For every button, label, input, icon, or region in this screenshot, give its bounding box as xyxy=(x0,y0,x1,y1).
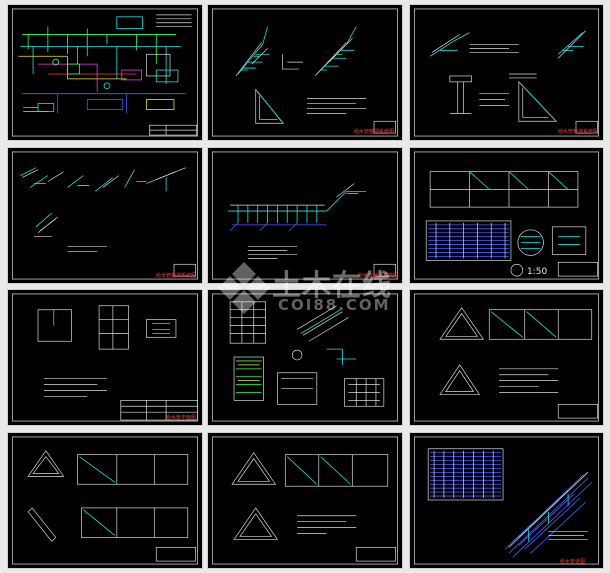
drawing-sheet-tank-triangle-1[interactable] xyxy=(409,289,604,426)
sheet-title: 给水管道图 xyxy=(560,559,586,565)
axonometric-drawing-4 xyxy=(211,151,399,280)
drawing-sheet-process-flow[interactable] xyxy=(7,4,203,141)
sheet-title: 给水管轴测系统图 xyxy=(358,273,399,279)
scale-label: 1:50 xyxy=(527,267,548,277)
drawing-sheet-water-axonometric-2[interactable]: 给水管轴测系统图 xyxy=(409,4,604,141)
sheet-title: 给水管轴测系统图 xyxy=(354,129,395,135)
room-plan-drawing xyxy=(11,293,199,422)
sheet-title: 给水管轴测系统图 xyxy=(156,273,197,279)
sheet-title: 给水管轴测系统图 xyxy=(558,129,599,135)
tank-triangle-drawing-2 xyxy=(211,436,399,565)
drawing-sheet-water-axonometric-1[interactable]: 给水管轴测系统图 xyxy=(207,4,403,141)
drawing-sheet-detail-plan[interactable]: 1:50 xyxy=(409,147,604,284)
pump-details-drawing xyxy=(211,293,399,422)
sheet-title: 给水管平面图 xyxy=(166,415,197,421)
pipe-network-drawing xyxy=(413,436,600,565)
axonometric-drawing-1 xyxy=(211,8,399,137)
drawing-sheet-water-axonometric-3[interactable]: 给水管轴测系统图 xyxy=(7,147,203,284)
tank-section-drawing xyxy=(11,436,199,565)
drawing-sheet-pipe-network[interactable]: 给水管道图 xyxy=(409,432,604,569)
drawing-sheet-tank-section[interactable] xyxy=(7,432,203,569)
drawing-sheet-tank-triangle-2[interactable] xyxy=(207,432,403,569)
drawing-sheet-pump-details[interactable] xyxy=(207,289,403,426)
process-flow-drawing xyxy=(11,8,199,137)
axonometric-drawing-2 xyxy=(413,8,600,137)
drawing-sheet-room-plan[interactable]: 给水管平面图 xyxy=(7,289,203,426)
axonometric-drawing-3 xyxy=(11,151,199,280)
tank-triangle-drawing-1 xyxy=(413,293,600,422)
drawing-sheet-water-axonometric-4[interactable]: 给水管轴测系统图 xyxy=(207,147,403,284)
detail-plan-drawing xyxy=(413,151,600,280)
